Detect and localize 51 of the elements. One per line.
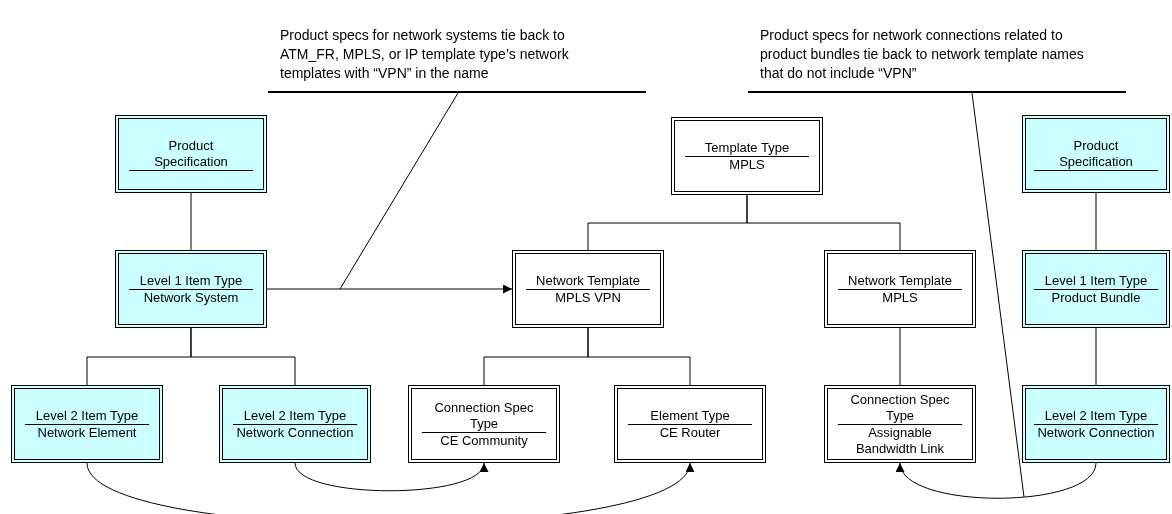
box-heading: Level 1 Item Type	[1034, 272, 1158, 290]
item-type-box	[1022, 115, 1170, 193]
box-value: Assignable Bandwidth Link	[854, 424, 946, 457]
template-box	[671, 117, 823, 195]
box-value: Network Connection	[1036, 424, 1156, 441]
connector-line	[587, 327, 691, 386]
connector-line	[190, 327, 296, 386]
box-value: CE Community	[439, 432, 529, 449]
box-value: MPLS	[728, 156, 766, 173]
template-box	[512, 250, 664, 328]
item-type-box	[115, 250, 267, 328]
box-heading: Element Type	[628, 407, 752, 425]
box-heading: Level 2 Item Type	[1034, 407, 1158, 425]
item-type-box	[219, 385, 371, 463]
connector-line	[1095, 192, 1097, 251]
connector-line	[1095, 327, 1097, 386]
box-value: Product Bundle	[1050, 289, 1142, 306]
box-heading: Template Type	[685, 139, 809, 157]
box-heading: Connection Spec Type	[422, 399, 546, 433]
item-type-box	[11, 385, 163, 463]
arrow	[266, 284, 513, 294]
box-heading: Level 2 Item Type	[233, 407, 357, 425]
leader-line	[339, 92, 459, 290]
template-box	[824, 385, 976, 463]
template-box	[408, 385, 560, 463]
connector-line	[190, 192, 192, 251]
curved-arrow	[86, 462, 691, 514]
box-heading: Product Specification	[1034, 137, 1158, 171]
box-heading: Network Template	[838, 272, 962, 290]
template-box	[614, 385, 766, 463]
box-value: MPLS VPN	[554, 289, 622, 306]
box-value: Network Element	[36, 424, 138, 441]
box-value: CE Router	[658, 424, 722, 441]
box-heading: Product Specification	[129, 137, 253, 171]
leader-line	[971, 92, 1025, 498]
item-type-box	[1022, 250, 1170, 328]
curved-arrow	[898, 462, 1097, 499]
box-heading: Level 1 Item Type	[129, 272, 253, 290]
connector-line	[746, 194, 901, 251]
note-text: Product specs for network connections related to product bundles tie back to network template names that do not include “VPN”	[759, 26, 1085, 83]
item-type-box	[115, 115, 267, 193]
box-value: Network Connection	[235, 424, 355, 441]
box-heading: Level 2 Item Type	[25, 407, 149, 425]
box-value: MPLS	[881, 289, 919, 306]
box-value: Network System	[142, 289, 240, 306]
box-heading: Network Template	[526, 272, 650, 290]
connector-line	[899, 327, 901, 386]
item-type-box	[1022, 385, 1170, 463]
note-text: Product specs for network systems tie back to ATM_FR, MPLS, or IP template type’s network templates with “VPN” in the name	[279, 26, 570, 83]
template-box	[824, 250, 976, 328]
box-heading: Connection Spec Type	[838, 391, 962, 425]
